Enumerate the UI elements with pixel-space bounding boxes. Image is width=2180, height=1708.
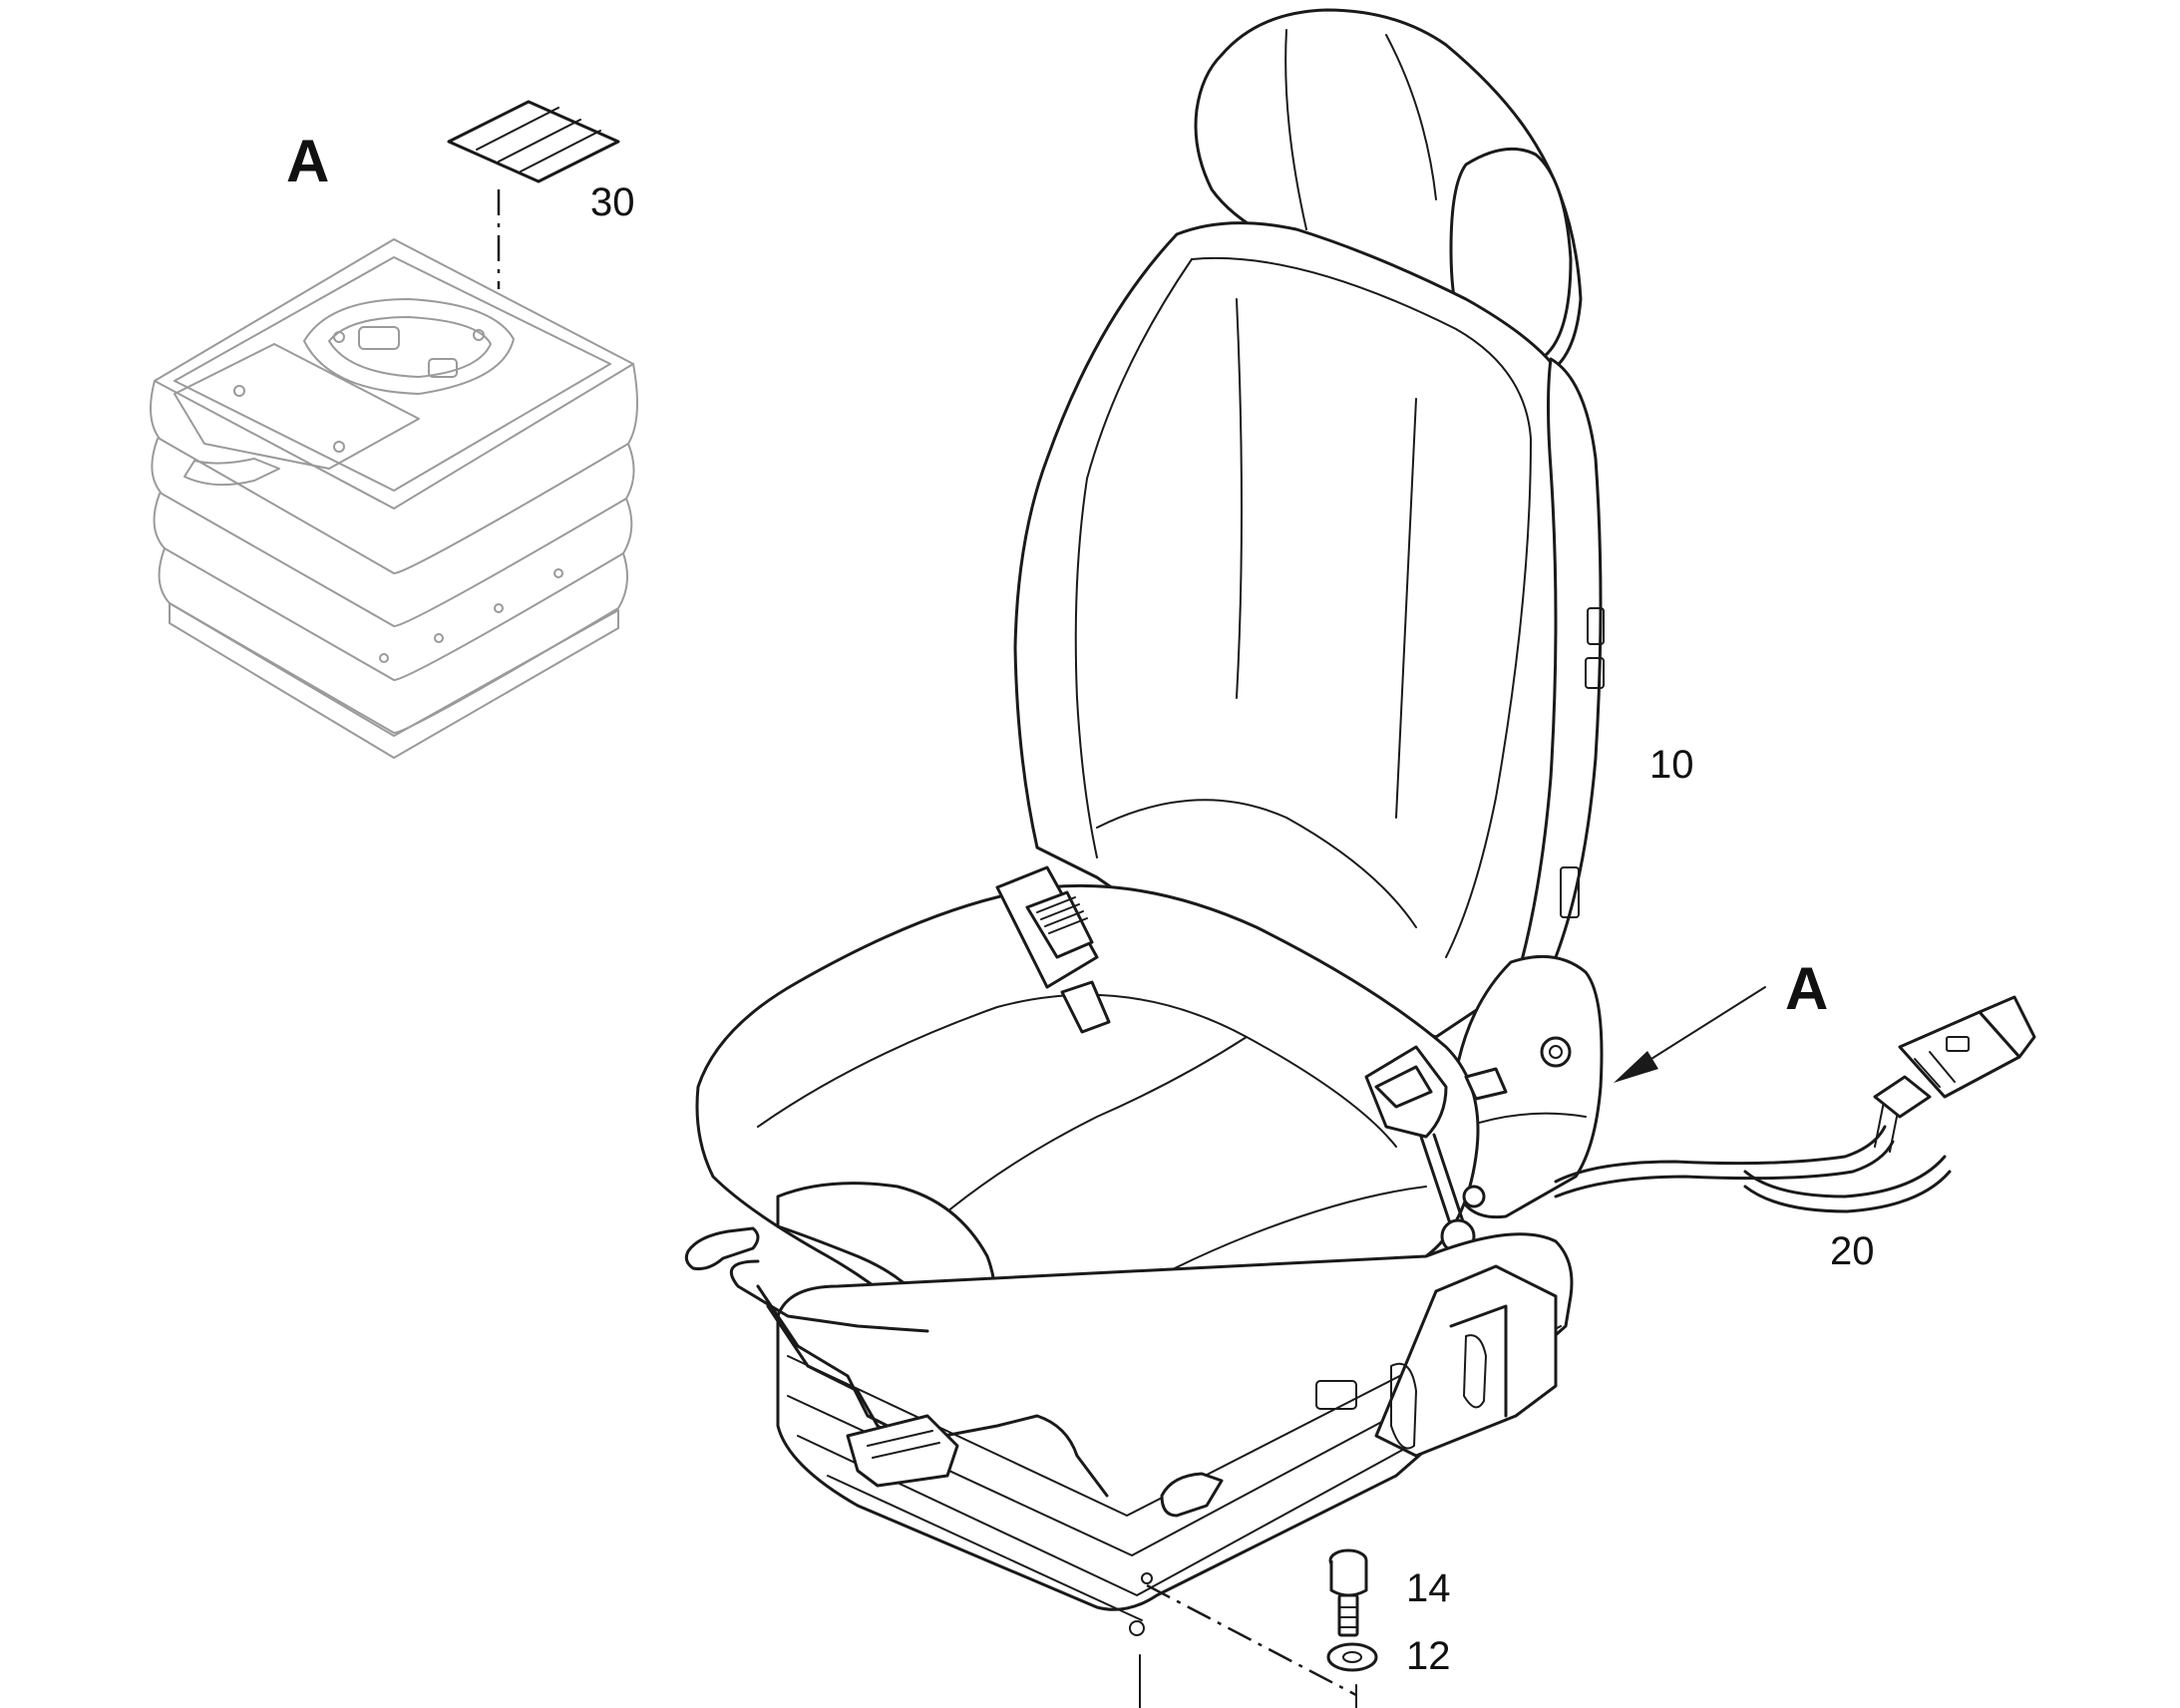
seat-assembly — [684, 8, 1605, 1636]
seat-suspension — [684, 1226, 1574, 1636]
fastener-centerlines — [1139, 1583, 1357, 1708]
callout-10: 10 — [1649, 743, 1694, 787]
bolt-part — [1328, 1548, 1368, 1637]
wiring-harness — [1554, 995, 2036, 1213]
detail-view-a: A 30 — [150, 100, 638, 759]
seat-belt-left — [995, 865, 1111, 1034]
view-direction-arrow — [1614, 986, 1766, 1083]
arrow-view-letter: A — [1785, 955, 1828, 1022]
harness-connector — [1873, 995, 2036, 1119]
washer-part — [1326, 1642, 1378, 1672]
label-plate-part — [447, 100, 620, 183]
callout-12: 12 — [1406, 1634, 1451, 1678]
suspension-base-ghost — [150, 238, 638, 759]
detail-view-letter: A — [286, 128, 329, 194]
callout-14: 14 — [1406, 1566, 1451, 1610]
callout-20: 20 — [1830, 1229, 1875, 1273]
callout-30: 30 — [590, 180, 635, 224]
